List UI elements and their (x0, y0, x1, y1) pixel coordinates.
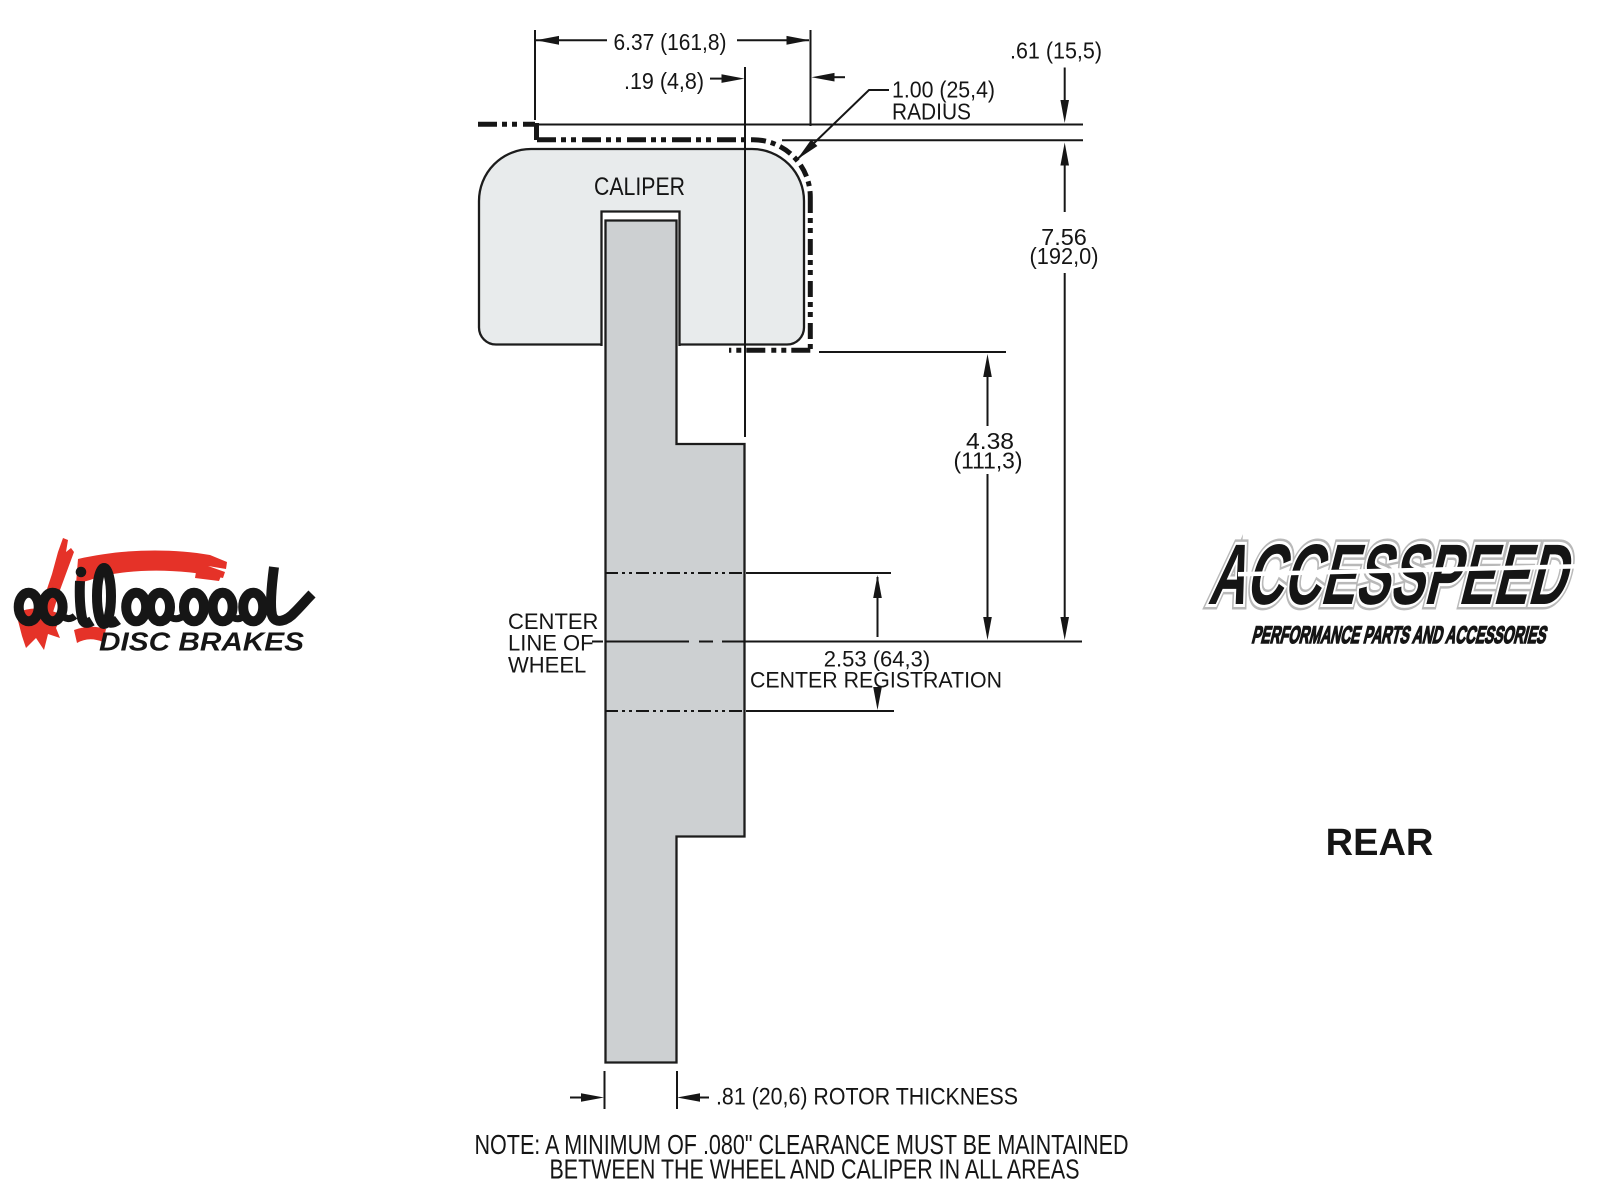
svg-text:CENTER: CENTER (508, 609, 598, 634)
svg-text:1.00 (25,4): 1.00 (25,4) (892, 77, 995, 103)
svg-text:(192,0): (192,0) (1030, 243, 1099, 269)
svg-text:WHEEL: WHEEL (508, 652, 586, 677)
svg-text:.19 (4,8): .19 (4,8) (624, 68, 704, 94)
svg-text:(111,3): (111,3) (954, 448, 1023, 474)
svg-text:NOTE: A MINIMUM OF .080" CLEAR: NOTE: A MINIMUM OF .080" CLEARANCE MUST … (475, 1129, 1129, 1160)
svg-text:CENTER REGISTRATION: CENTER REGISTRATION (750, 668, 1002, 693)
svg-text:7.56: 7.56 (1041, 224, 1087, 250)
svg-text:4.38: 4.38 (966, 428, 1014, 454)
svg-text:BETWEEN THE WHEEL AND CALIPER: BETWEEN THE WHEEL AND CALIPER IN ALL ARE… (550, 1154, 1080, 1185)
svg-text:CALIPER: CALIPER (594, 173, 685, 201)
svg-text:6.37 (161,8): 6.37 (161,8) (614, 29, 727, 55)
svg-text:2.53 (64,3): 2.53 (64,3) (824, 647, 930, 672)
svg-text:.61 (15,5): .61 (15,5) (1010, 38, 1102, 64)
svg-text:PERFORMANCE PARTS AND ACCESSOR: PERFORMANCE PARTS AND ACCESSORIES (1250, 622, 1551, 649)
svg-text:REAR: REAR (1326, 822, 1434, 864)
svg-text:DISC BRAKES: DISC BRAKES (99, 627, 305, 657)
svg-text:.81 (20,6) ROTOR THICKNESS: .81 (20,6) ROTOR THICKNESS (716, 1084, 1018, 1111)
svg-text:LINE OF: LINE OF (508, 631, 594, 656)
svg-text:RADIUS: RADIUS (892, 99, 971, 125)
